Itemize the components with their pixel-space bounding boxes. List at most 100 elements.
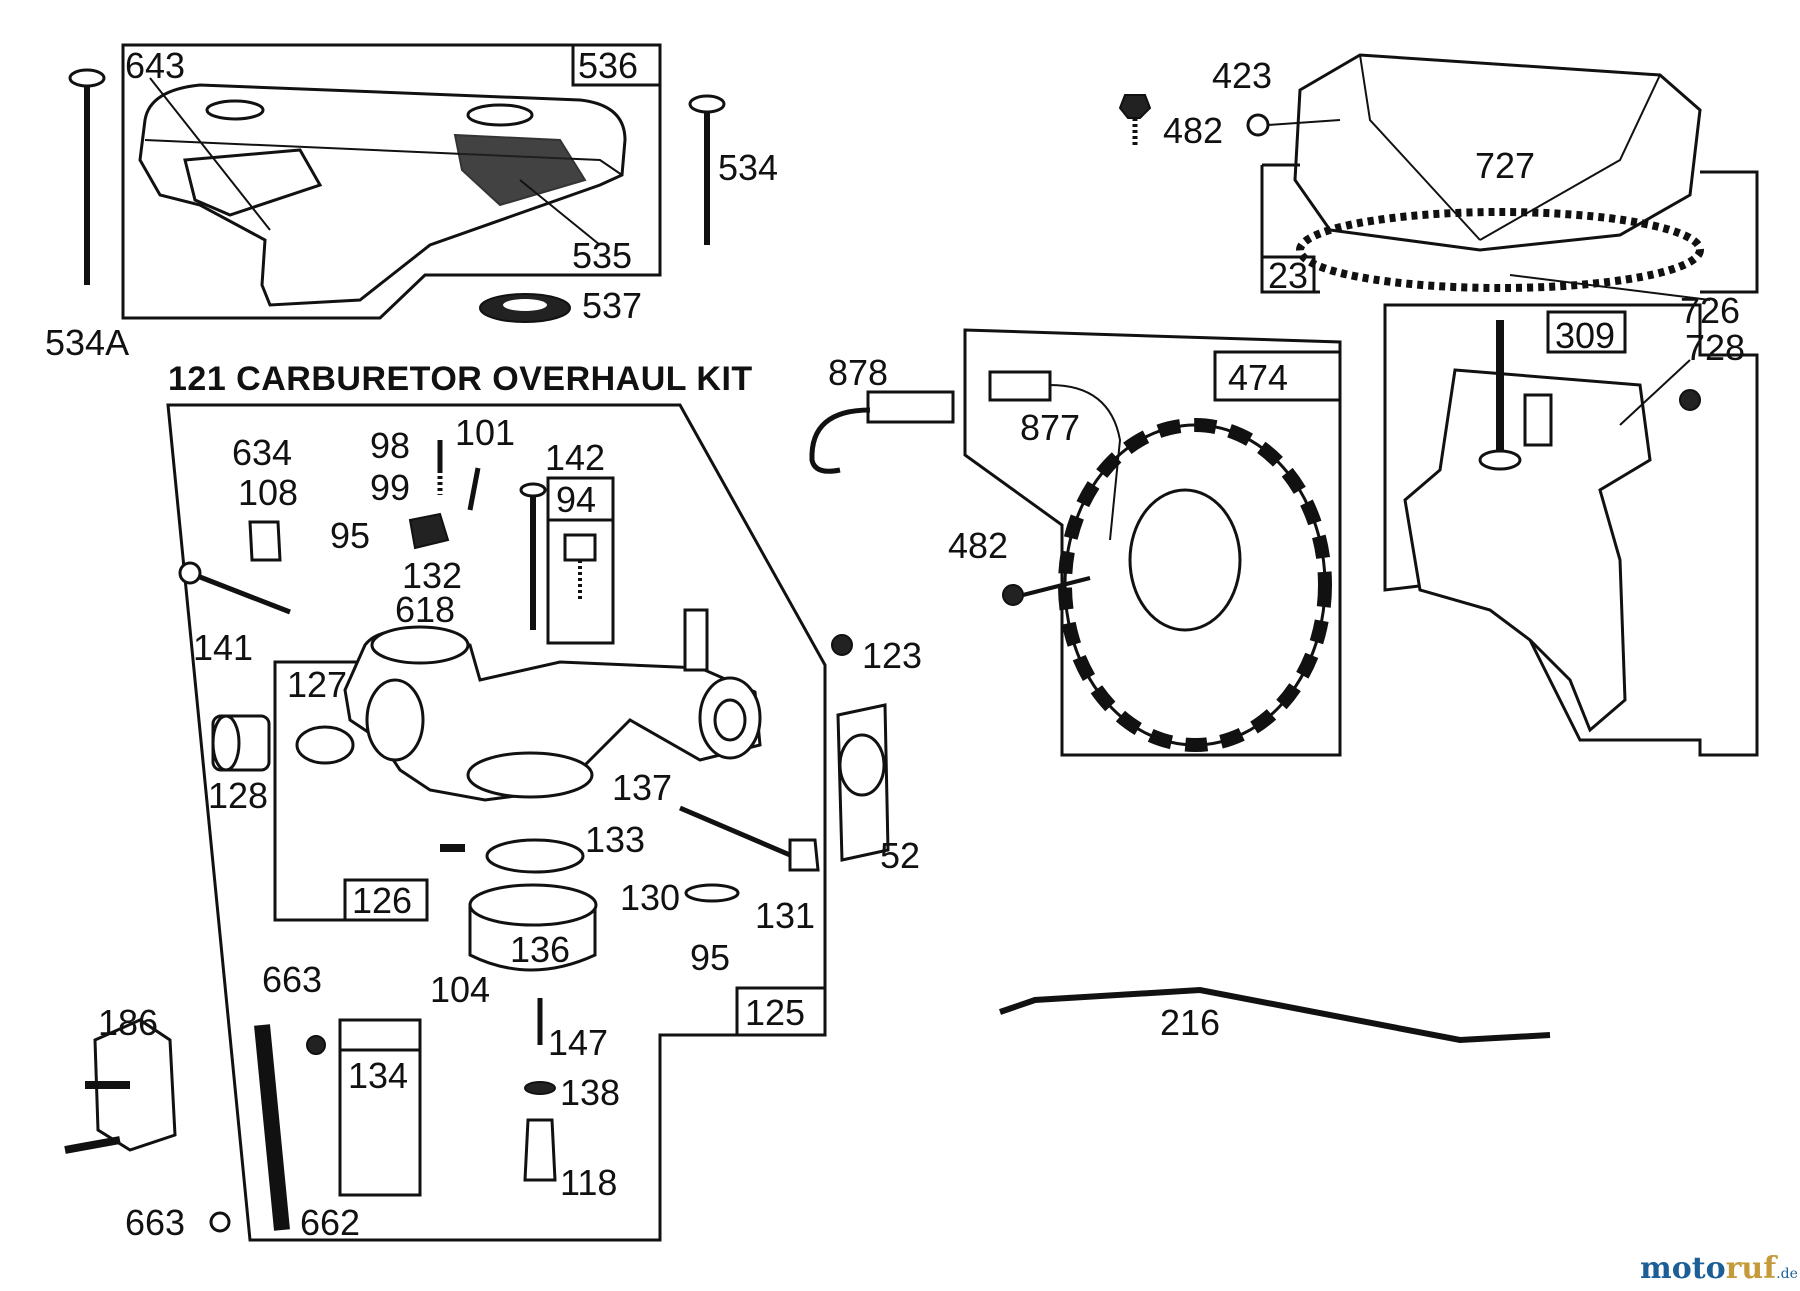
- leader-535: [519, 179, 601, 246]
- bolt-534a-head: [68, 68, 106, 88]
- label-118: 118: [560, 1162, 617, 1203]
- label-534: 534: [718, 147, 778, 188]
- watermark-main: moto: [1640, 1251, 1726, 1286]
- tank-seam: [144, 139, 623, 176]
- box-label-536: [571, 43, 662, 87]
- screw-728: [1679, 389, 1701, 411]
- throttle-lever-131: [788, 838, 820, 872]
- grommet-hole: [503, 299, 547, 311]
- block-slot: [1523, 393, 1553, 447]
- label-94: 94: [556, 479, 596, 520]
- label-534a: 534A: [45, 322, 129, 363]
- label-52: 52: [880, 835, 920, 876]
- screw-423-shaft: [1267, 119, 1341, 126]
- connector-878: [866, 390, 955, 424]
- label-137: 137: [612, 767, 672, 808]
- bolt-534-head: [688, 94, 726, 114]
- box-label-474: [1213, 350, 1342, 402]
- nut-663b: [209, 1211, 231, 1233]
- label-663a: 663: [262, 959, 322, 1000]
- label-125: 125: [745, 992, 805, 1033]
- label-130: 130: [620, 877, 680, 918]
- label-101: 101: [455, 412, 515, 453]
- lever-132: [408, 512, 450, 550]
- label-536: 536: [578, 45, 638, 86]
- label-141: 141: [193, 627, 253, 668]
- choke-shaft-141: [199, 574, 291, 615]
- label-104: 104: [430, 969, 490, 1010]
- label-727: 727: [1475, 145, 1535, 186]
- label-878: 878: [828, 352, 888, 393]
- gasket-52-hole: [838, 733, 886, 797]
- pin-101: [467, 467, 481, 511]
- nut-123: [831, 634, 853, 656]
- carb-inlet: [365, 678, 425, 762]
- screw-663: [306, 1035, 326, 1055]
- label-482b: 482: [948, 525, 1008, 566]
- filter-128-face: [211, 714, 241, 772]
- label-95b: 95: [690, 937, 730, 978]
- label-131: 131: [755, 895, 815, 936]
- diaphragm-133: [485, 838, 585, 874]
- carb-bowl-seat: [466, 751, 594, 799]
- engine-block: [1403, 368, 1652, 733]
- label-309: 309: [1555, 315, 1615, 356]
- leader-643: [149, 77, 271, 231]
- label-133: 133: [585, 819, 645, 860]
- label-132: 132: [402, 555, 462, 596]
- label-136: 136: [510, 929, 570, 970]
- label-662: 662: [300, 1202, 360, 1243]
- plate-108: [248, 520, 282, 562]
- bolt-482-head: [1118, 94, 1152, 119]
- gasket-127: [295, 725, 355, 765]
- bowl-136-rim: [468, 883, 598, 927]
- label-216: 216: [1160, 1002, 1220, 1043]
- shaft-131: [679, 805, 791, 858]
- label-147: 147: [548, 1022, 608, 1063]
- box-label-309: [1546, 310, 1627, 354]
- fuel-tank-group: [68, 43, 726, 323]
- bolt-482-shaft: [1022, 576, 1091, 597]
- label-142: 142: [545, 437, 605, 478]
- connector-877: [988, 370, 1052, 402]
- housing-edge: [1359, 54, 1481, 241]
- washer-138: [524, 1081, 556, 1095]
- label-728: 728: [1685, 327, 1745, 368]
- label-643: 643: [125, 45, 185, 86]
- box-474: [963, 328, 1342, 757]
- svg-text:motoruf.de: motoruf.de: [1640, 1251, 1798, 1286]
- label-127: 127: [287, 664, 347, 705]
- alternator-group: [809, 328, 1342, 757]
- label-138: 138: [560, 1072, 620, 1113]
- crank-boss: [1478, 449, 1522, 471]
- box-label-126: [343, 878, 429, 922]
- bolt-482-stator: [1002, 584, 1024, 606]
- label-726: 726: [1680, 290, 1740, 331]
- label-23: 23: [1268, 255, 1308, 296]
- clamp-186: [93, 1018, 177, 1152]
- watermark-logo: motoruf.de: [1640, 1251, 1798, 1286]
- label-482a: 482: [1163, 110, 1223, 151]
- label-126: 126: [352, 880, 412, 921]
- screw-423: [1246, 113, 1270, 137]
- label-128: 128: [208, 775, 268, 816]
- stator-bore: [1128, 488, 1242, 632]
- label-186: 186: [98, 1002, 158, 1043]
- label-99: 99: [370, 467, 410, 508]
- link-662: [254, 1024, 290, 1231]
- tank-cap-ring: [205, 99, 265, 121]
- blower-housing-727: [1293, 53, 1702, 252]
- label-663b: 663: [125, 1202, 185, 1243]
- box-label-94: [546, 476, 615, 522]
- box-134: [338, 1018, 422, 1197]
- stator-coils: [1058, 418, 1332, 752]
- label-618: 618: [395, 589, 455, 630]
- part-labels: 643 536 534 535 534A 537 423 482 727 23 …: [45, 45, 1745, 1243]
- valve-118: [523, 1118, 557, 1182]
- governor-link-216: [999, 986, 1551, 1044]
- box-label-134: [338, 1048, 422, 1197]
- label-634: 634: [232, 432, 292, 473]
- box-label-125: [735, 986, 827, 1037]
- label-474: 474: [1228, 357, 1288, 398]
- label-98: 98: [370, 425, 410, 466]
